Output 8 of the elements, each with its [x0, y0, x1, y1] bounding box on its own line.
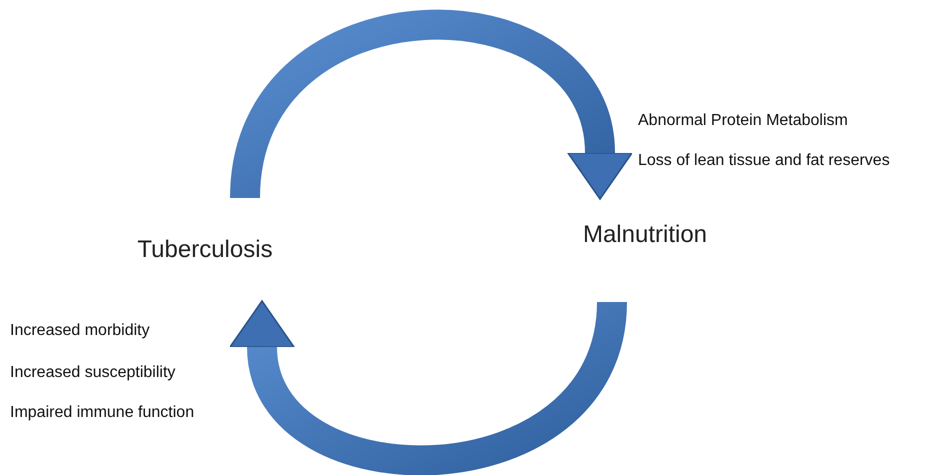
effect-text: Increased morbidity [10, 322, 150, 340]
effect-text: Loss of lean tissue and fat reserves [638, 152, 890, 170]
effect-text: Impaired immune function [10, 404, 194, 422]
node-label: Malnutrition [582, 221, 708, 249]
node-label: Tuberculosis [137, 236, 273, 264]
effect-text: Increased susceptibility [10, 364, 176, 382]
effect-text: Abnormal Protein Metabolism [638, 112, 848, 130]
curved-arrow [230, 10, 632, 200]
